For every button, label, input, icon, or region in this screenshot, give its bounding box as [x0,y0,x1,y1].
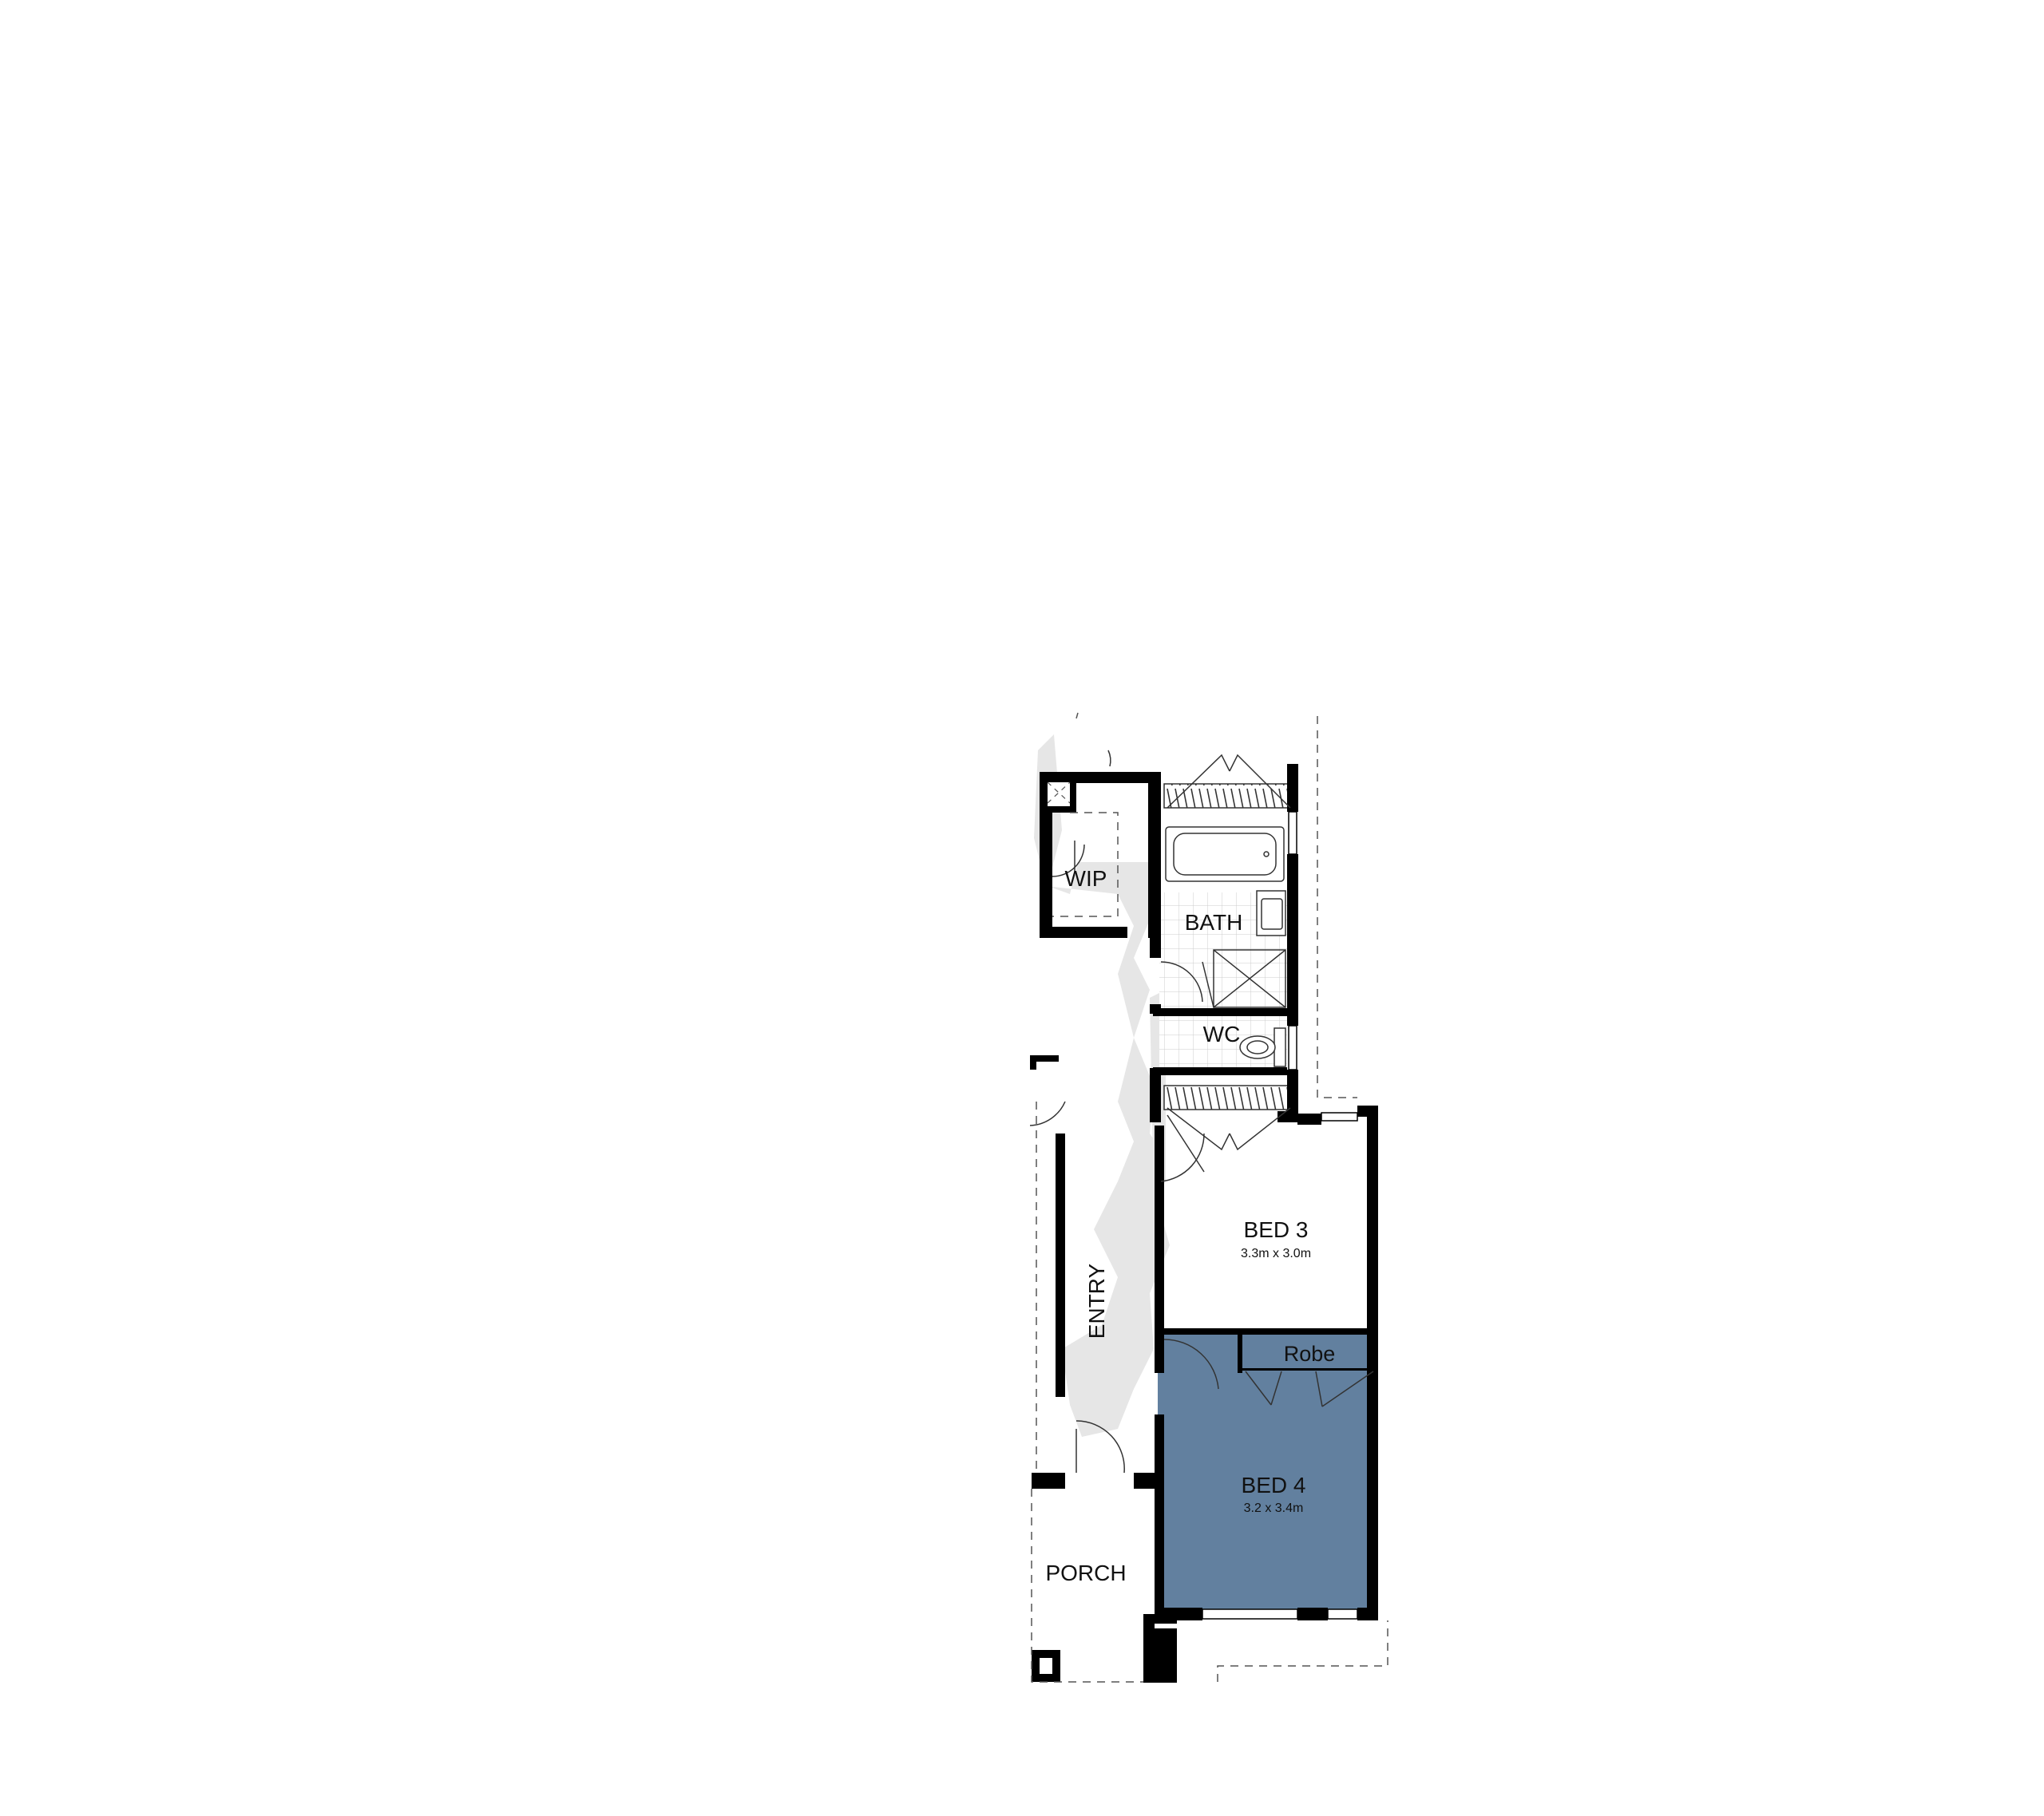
bed4-label: BED 4 [1242,1473,1306,1498]
bed3-label: BED 3 [1244,1217,1309,1242]
linen-hanger-top [1163,783,1293,809]
wc-label: WC [1203,1022,1241,1046]
walls [1030,764,1378,1683]
porch-label: PORCH [1045,1561,1126,1585]
bath-tiles [1159,892,1287,1070]
bath-label: BATH [1185,910,1243,935]
robe-label: Robe [1284,1342,1336,1366]
linen-hanger-bottom [1163,1085,1293,1110]
toilet-icon [1239,1027,1286,1067]
wip-label: WIP [1065,866,1107,891]
dashed-boundaries [1031,712,1388,1683]
bed4-size: 3.2 x 3.4m [1244,1501,1304,1515]
windows [1202,811,1358,1620]
vanity-basin-icon [1256,890,1286,936]
bed4-floor [1158,1333,1377,1612]
door-swings [1029,750,1374,1474]
bathtub-icon [1165,826,1285,882]
entry-label: ENTRY [1084,1263,1109,1339]
shower-icon [1202,949,1286,1008]
bed3-size: 3.3m x 3.0m [1241,1247,1311,1260]
